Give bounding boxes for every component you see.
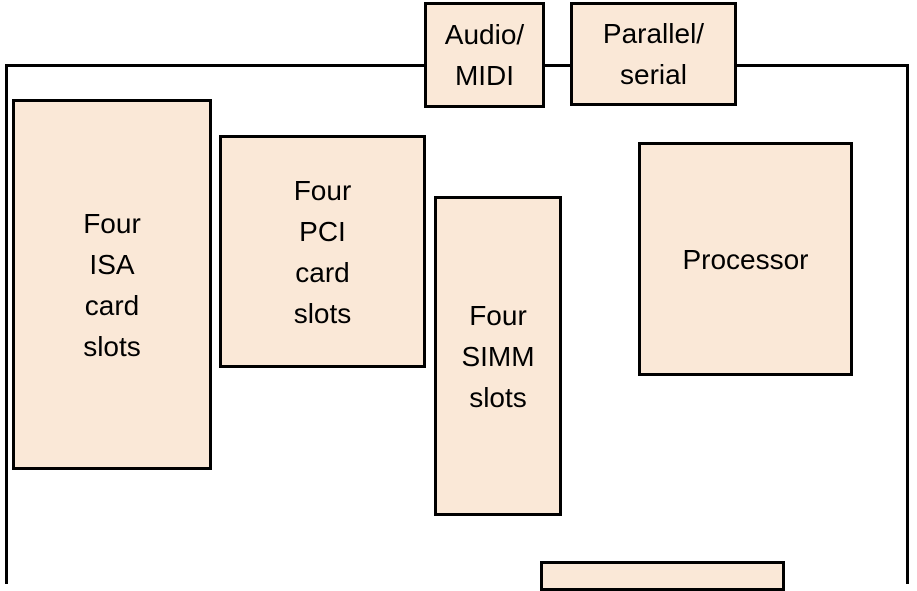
- audio-midi-label: Audio/ MIDI: [444, 19, 525, 91]
- pci-card-slots: Four PCI card slots: [219, 135, 426, 368]
- pci-slots-label: Four PCI card slots: [293, 174, 352, 329]
- isa-card-slots: Four ISA card slots: [12, 99, 212, 470]
- bottom-component: [540, 561, 785, 591]
- isa-slots-label: Four ISA card slots: [83, 207, 141, 362]
- audio-midi-port: Audio/ MIDI: [424, 2, 545, 108]
- simm-slots-label: Four SIMM slots: [461, 299, 535, 413]
- parallel-serial-label: Parallel/ serial: [602, 18, 705, 90]
- processor: Processor: [638, 142, 853, 376]
- parallel-serial-port: Parallel/ serial: [570, 2, 737, 106]
- processor-label: Processor: [682, 243, 809, 275]
- simm-slots: Four SIMM slots: [434, 196, 562, 516]
